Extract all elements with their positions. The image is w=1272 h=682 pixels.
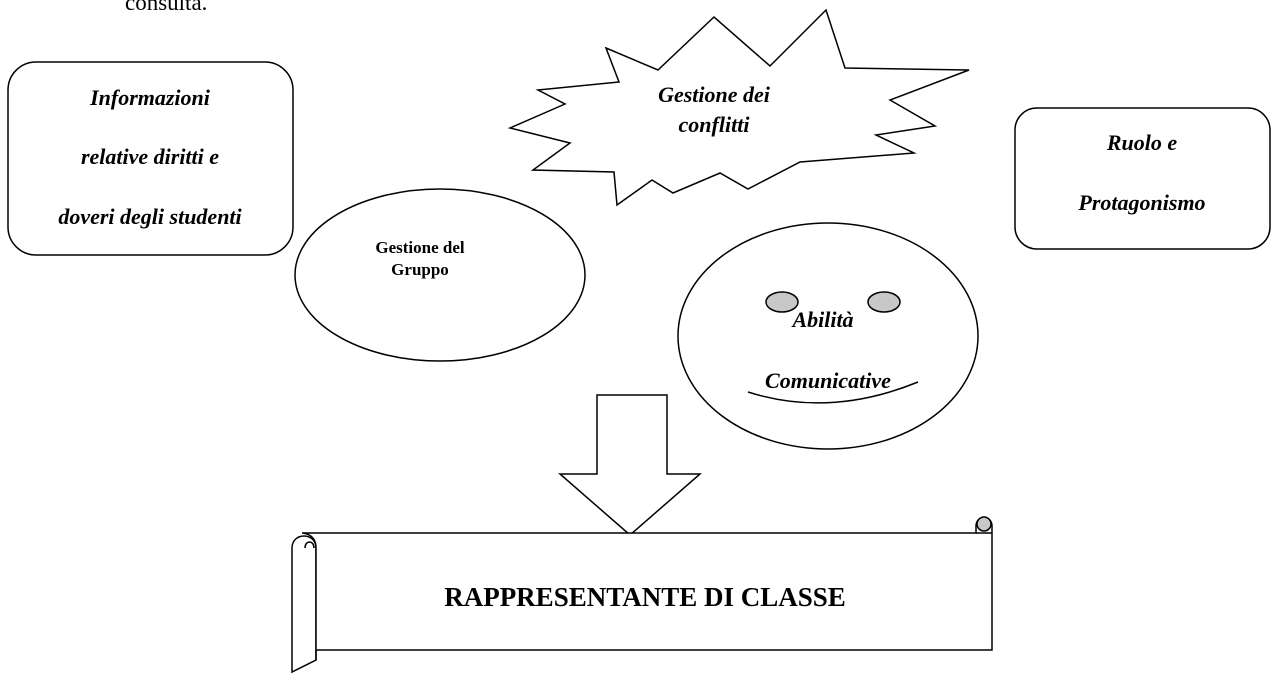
conflitti-starburst: Gestione dei conflitti	[507, 8, 970, 207]
info-box-line-2: relative diritti e	[81, 144, 219, 169]
abilita-line-2: Comunicative	[765, 368, 891, 393]
gruppo-line-1: Gestione del	[375, 238, 465, 257]
gruppo-ellipse: Gestione del Gruppo	[294, 188, 586, 362]
right-eye-icon	[867, 291, 901, 313]
gruppo-line-2: Gruppo	[391, 260, 449, 279]
ruolo-box-line-2: Protagonismo	[1077, 190, 1205, 215]
info-box-line-1: Informazioni	[89, 85, 211, 110]
info-box-line-3: doveri degli studenti	[58, 204, 242, 229]
banner-title: RAPPRESENTANTE DI CLASSE	[444, 582, 846, 612]
info-box: Informazioni relative diritti e doveri d…	[7, 61, 294, 256]
ruolo-box: Ruolo e Protagonismo	[1014, 107, 1271, 250]
banner-scroll: RAPPRESENTANTE DI CLASSE	[291, 516, 993, 674]
conflitti-line-2: conflitti	[679, 112, 751, 137]
abilita-line-1: Abilità	[790, 307, 853, 332]
top-text: consulta.	[125, 0, 207, 15]
ruolo-box-line-1: Ruolo e	[1106, 130, 1178, 155]
smile-icon	[747, 381, 919, 404]
down-arrow-icon	[557, 394, 703, 536]
left-eye-icon	[765, 291, 799, 313]
conflitti-line-1: Gestione dei	[658, 82, 771, 107]
abilita-smiley: Abilità Comunicative	[677, 222, 979, 450]
